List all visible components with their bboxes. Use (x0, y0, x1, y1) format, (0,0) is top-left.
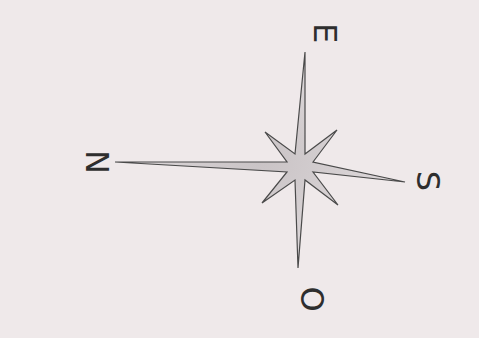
compass-letter: E (309, 23, 341, 43)
compass-letter: O (296, 286, 328, 311)
compass-letter: N (81, 150, 113, 174)
compass-star (115, 52, 405, 268)
compass-letter: S (412, 171, 444, 191)
